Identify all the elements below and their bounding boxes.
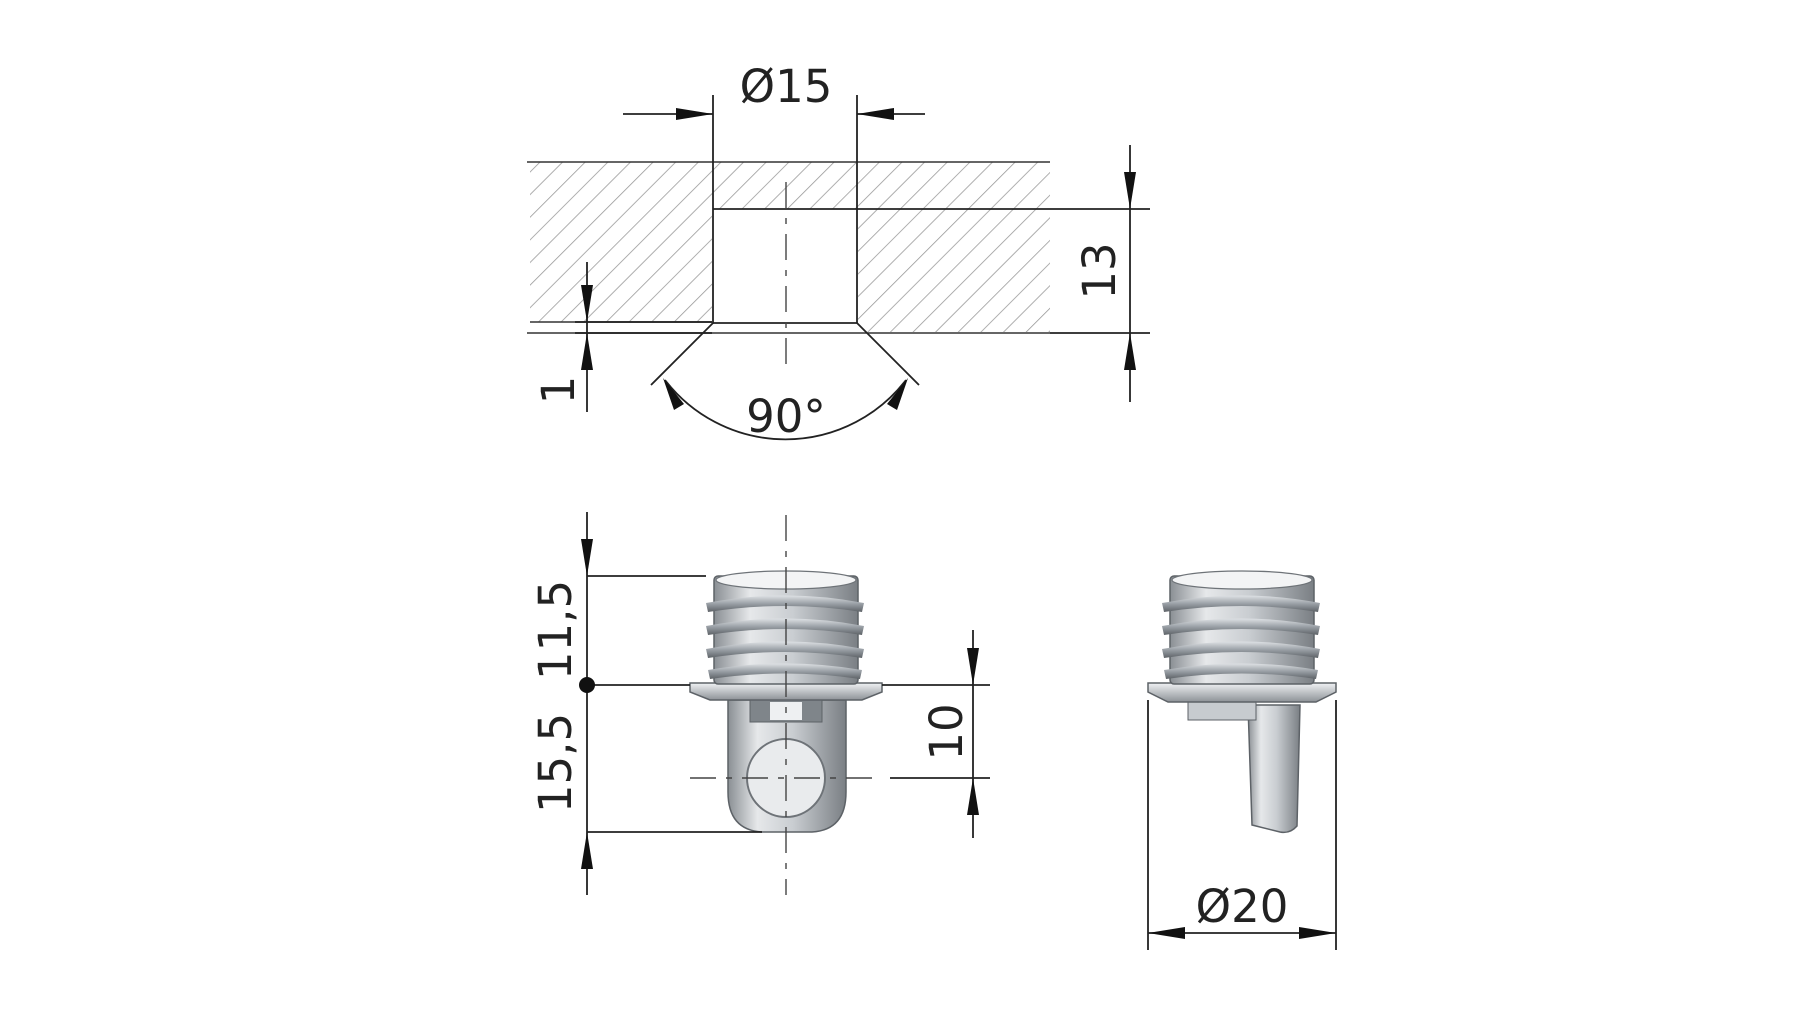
dim-lower-height: 15,5 [529, 713, 582, 813]
connector-thread [706, 570, 864, 685]
dim-upper-height: 11,5 [529, 580, 582, 680]
dim-countersink-angle: 90° [746, 390, 826, 443]
side-pin-blade [1247, 704, 1301, 834]
dim-pin-offset: 10 [920, 703, 973, 760]
bore [714, 209, 856, 322]
connector-side-view: Ø20 [1147, 570, 1337, 950]
dim-countersink-depth: 1 [532, 376, 585, 405]
dim-hole-diameter: Ø15 [740, 60, 833, 113]
dim-flange-diameter: Ø20 [1196, 880, 1289, 933]
angle-arc [664, 379, 907, 441]
dim-plate-thickness: 13 [1073, 242, 1126, 299]
plate-section-view: Ø15 13 1 90° [527, 60, 1150, 443]
plate-hatch-top [712, 162, 858, 209]
plate-hatch-left [530, 162, 712, 322]
plate-hatch-right [858, 162, 1050, 332]
connector-front-view: 11,5 15,5 10 [529, 512, 990, 895]
side-flange [1147, 682, 1337, 703]
side-thread [1162, 570, 1320, 685]
